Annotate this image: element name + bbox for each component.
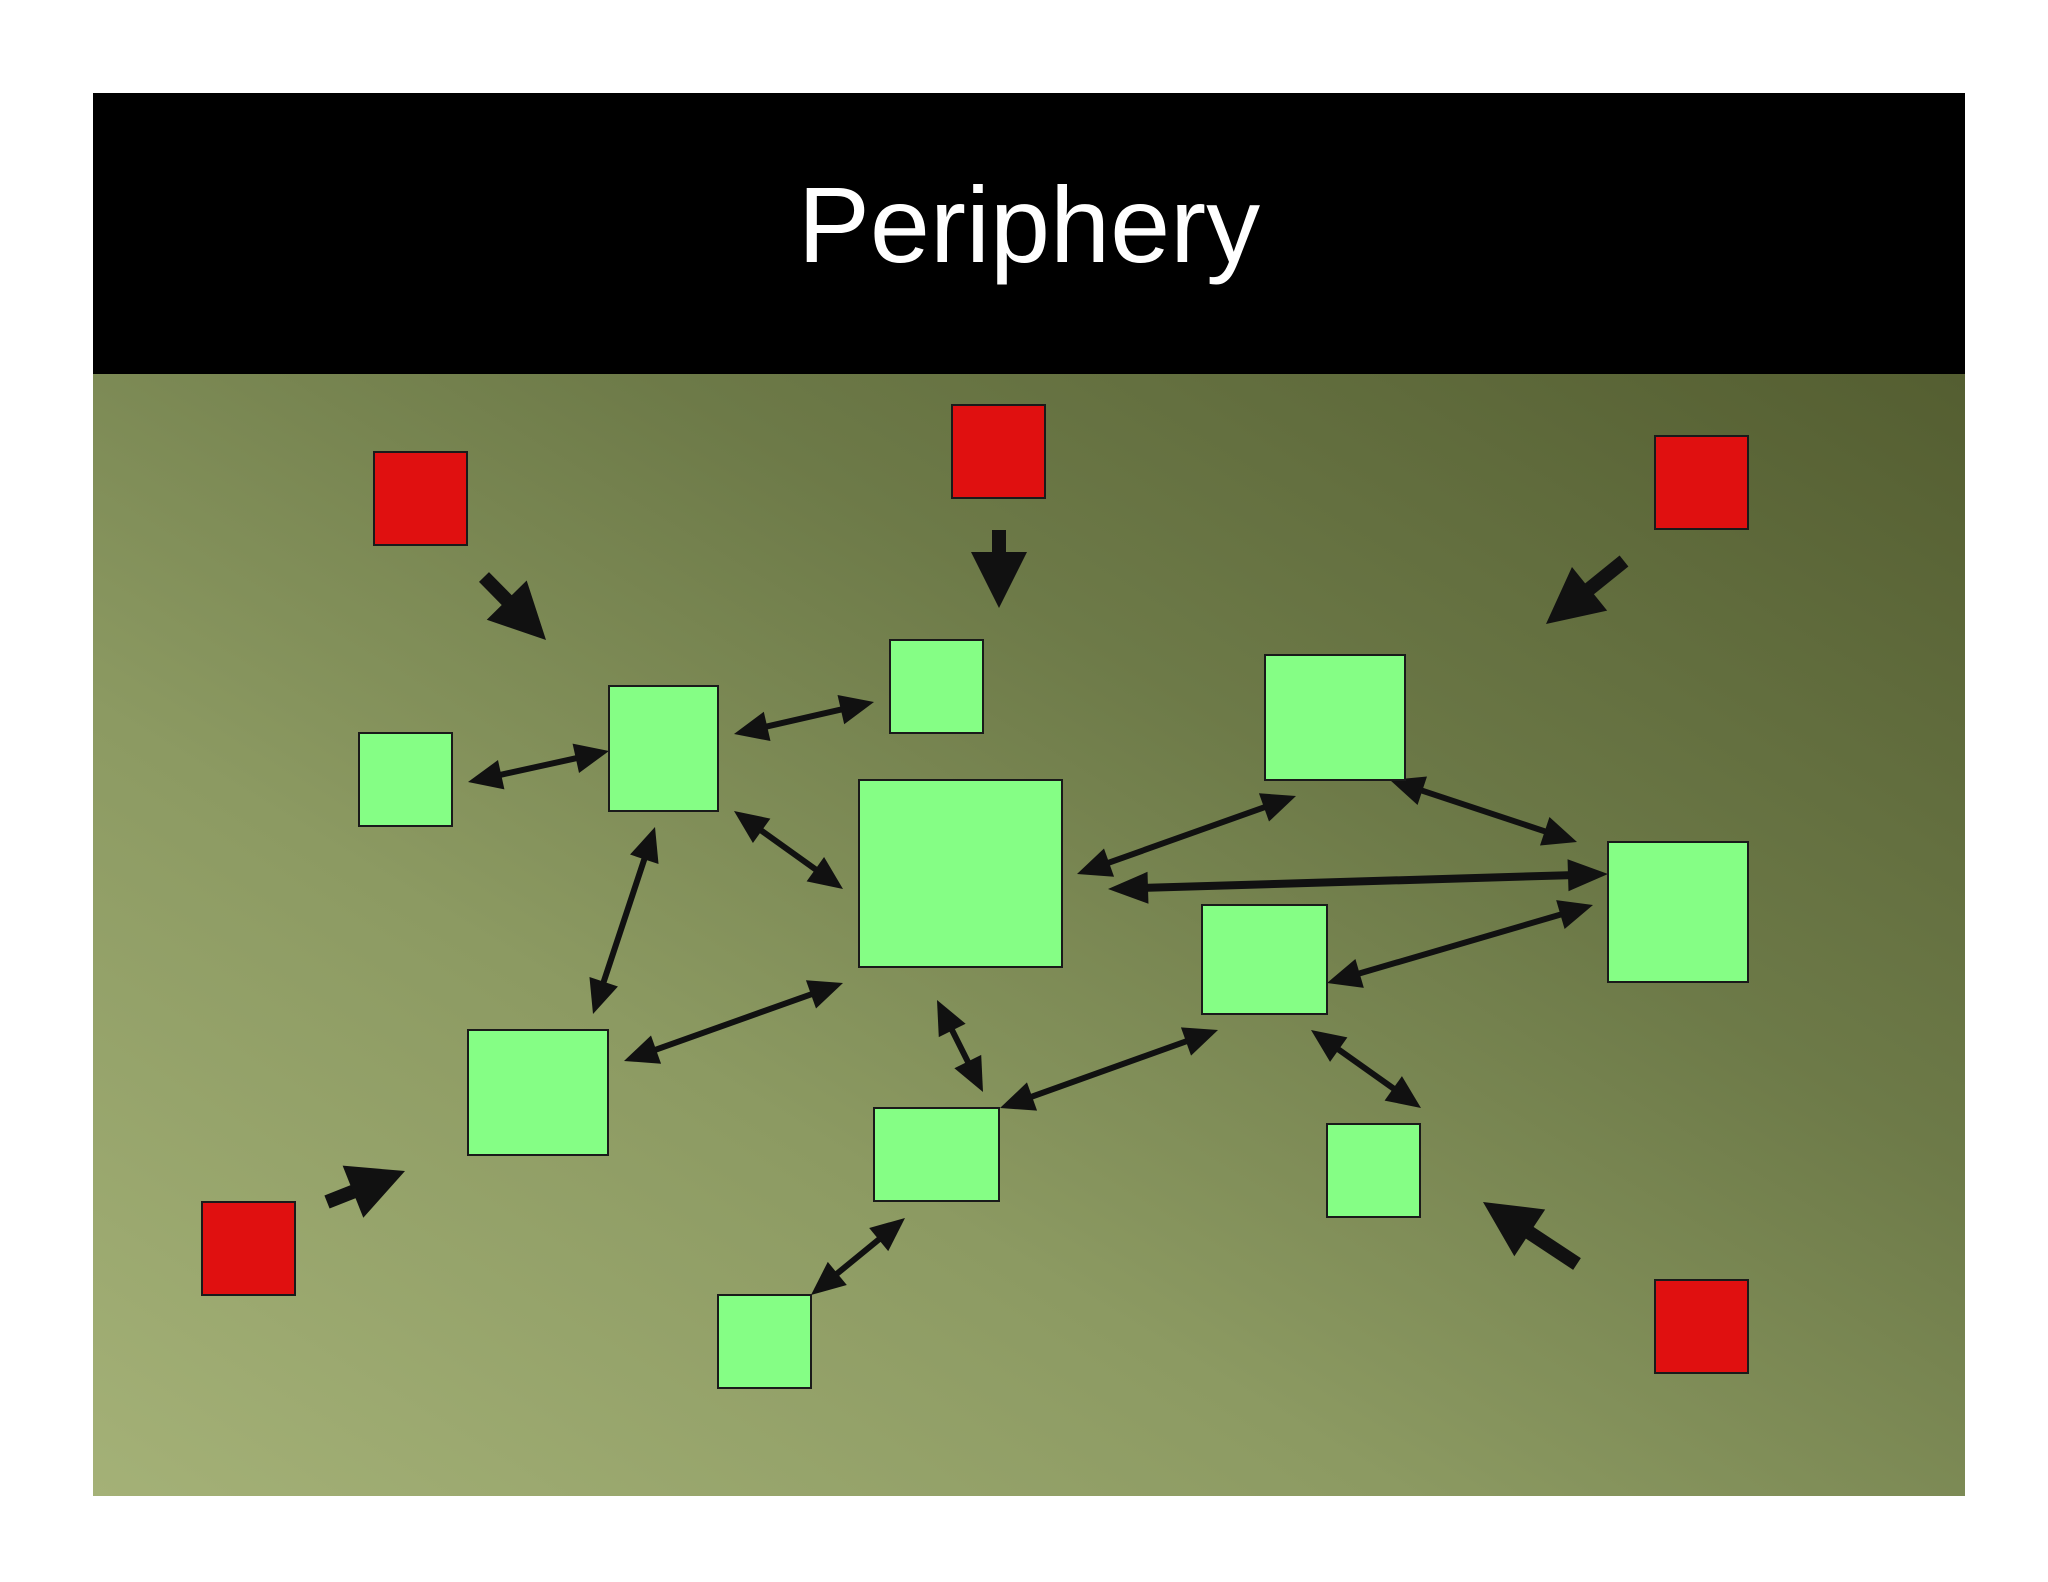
link-upperleft-topmid-tail-head <box>734 711 771 742</box>
core-node-right <box>1607 841 1749 983</box>
link-lowermid-bottom-head <box>869 1218 905 1252</box>
link-left-upperleft-shaft <box>496 754 581 779</box>
periph-arrow-top-right-head <box>1546 567 1608 624</box>
link-center-upperright-tail-head <box>1077 848 1115 877</box>
link-lowermid-bottom-tail-head <box>811 1261 847 1295</box>
link-lowermid-bottom <box>811 1218 905 1295</box>
link-midright-right <box>1327 900 1593 988</box>
periph-arrow-top-right <box>1546 555 1629 624</box>
nodes-layer <box>201 404 1749 1389</box>
link-upperleft-center <box>734 811 843 889</box>
periph-arrow-top-mid-head <box>971 552 1027 608</box>
link-lowermid-midright <box>1000 1027 1218 1111</box>
link-midright-right-head <box>1556 900 1593 929</box>
core-node-bottom <box>717 1294 812 1389</box>
link-upperleft-lowerleft-tail-head <box>630 827 659 864</box>
link-center-right-shaft <box>1143 871 1573 892</box>
core-node-lower-left <box>467 1029 609 1156</box>
link-upperleft-lowerleft-shaft <box>599 854 649 987</box>
link-upperleft-topmid-head <box>837 694 874 725</box>
core-node-left <box>358 732 453 827</box>
periph-arrow-bottom-right-head <box>1483 1202 1546 1257</box>
link-left-upperleft-head <box>572 743 609 773</box>
link-center-lowerleft-head <box>624 1035 662 1064</box>
link-lowermid-midright-head <box>1180 1027 1218 1056</box>
link-left-upperleft <box>468 743 609 790</box>
periph-arrow-bottom-left <box>324 1165 405 1218</box>
peripheral-node-top-mid <box>951 404 1046 499</box>
link-upperright-right-head <box>1540 817 1577 846</box>
core-node-lower-mid <box>873 1107 1000 1202</box>
link-upperright-right-tail-head <box>1390 776 1427 805</box>
peripheral-node-bottom-right <box>1654 1279 1749 1374</box>
periph-arrow-bottom-right-shaft <box>1522 1224 1581 1270</box>
link-upperleft-topmid-shaft <box>762 705 846 731</box>
core-node-upper-left <box>608 685 719 812</box>
link-lowermid-bottom-shaft <box>832 1234 884 1279</box>
link-center-lowerleft-shaft <box>651 990 816 1054</box>
link-lowermid-midright-tail-head <box>1000 1082 1038 1111</box>
link-midright-right-shaft <box>1354 910 1566 978</box>
periph-arrow-top-left-shaft <box>479 572 515 608</box>
link-center-upperright-shaft <box>1104 803 1269 867</box>
periph-arrow-bottom-left-head <box>342 1165 405 1218</box>
link-center-lowerleft-tail-head <box>805 980 843 1009</box>
link-upperright-right-shaft <box>1417 786 1550 836</box>
link-midright-lowerright-shaft <box>1333 1044 1399 1094</box>
link-center-right <box>1108 859 1608 904</box>
core-node-top-mid <box>889 639 984 734</box>
link-center-right-tail-head <box>1108 871 1149 904</box>
link-upperleft-topmid <box>734 694 874 742</box>
title-bar: Periphery <box>93 93 1965 374</box>
periph-arrow-top-right-shaft <box>1582 555 1629 597</box>
link-center-right-head <box>1567 859 1608 892</box>
link-upperright-right <box>1390 776 1577 846</box>
link-center-upperright-head <box>1258 793 1296 822</box>
core-node-lower-right <box>1326 1123 1421 1218</box>
arrows-layer <box>324 530 1629 1295</box>
peripheral-node-top-left <box>373 451 468 546</box>
link-center-upperright <box>1077 793 1296 877</box>
slide-title: Periphery <box>797 163 1261 285</box>
link-midright-lowerright-head <box>1384 1076 1421 1108</box>
periph-arrow-top-left-head <box>486 580 546 640</box>
periph-arrow-bottom-right <box>1483 1202 1581 1270</box>
link-midright-right-tail-head <box>1327 959 1364 988</box>
core-node-mid-right <box>1201 904 1328 1015</box>
core-node-center <box>858 779 1063 968</box>
link-midright-lowerright <box>1311 1030 1421 1108</box>
link-upperleft-lowerleft-head <box>589 977 618 1014</box>
link-upperleft-lowerleft <box>589 827 659 1014</box>
periph-arrow-top-mid <box>971 530 1027 608</box>
link-center-lowermid-shaft <box>947 1025 973 1067</box>
link-center-lowermid-head <box>954 1054 983 1092</box>
peripheral-node-bottom-left <box>201 1201 296 1296</box>
peripheral-node-top-right <box>1654 435 1749 530</box>
link-upperleft-center-shaft <box>756 826 821 874</box>
link-midright-lowerright-tail-head <box>1311 1030 1348 1062</box>
link-left-upperleft-tail-head <box>468 760 505 790</box>
core-node-upper-right <box>1264 654 1406 781</box>
link-center-lowermid-tail-head <box>937 1000 966 1038</box>
link-upperleft-center-head <box>806 857 843 889</box>
link-center-lowermid <box>937 1000 983 1092</box>
link-center-lowerleft <box>624 980 843 1064</box>
link-lowermid-midright-shaft <box>1027 1037 1191 1101</box>
periph-arrow-bottom-left-shaft <box>324 1183 360 1209</box>
periph-arrow-top-left <box>479 572 546 640</box>
link-upperleft-center-tail-head <box>734 811 771 843</box>
